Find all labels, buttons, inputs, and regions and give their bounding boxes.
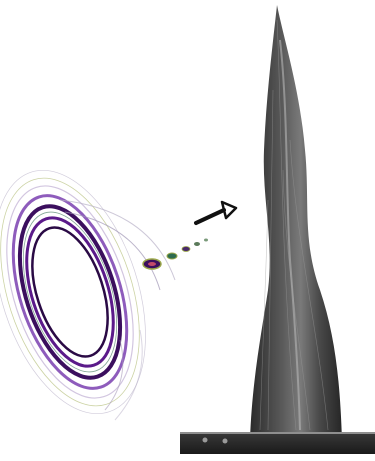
diffraction-spot	[204, 239, 208, 242]
diffraction-ring	[18, 218, 122, 366]
needle-base	[180, 432, 375, 454]
needle-body	[250, 5, 342, 440]
diffraction-spot	[167, 253, 177, 259]
ring-diffraction-pattern	[0, 151, 174, 433]
diffraction-spot	[182, 247, 190, 252]
needle-base-top-edge	[180, 432, 375, 434]
base-surface-spot	[203, 438, 208, 443]
base-surface-spot	[223, 439, 228, 444]
diffraction-spot	[194, 242, 200, 246]
diffraction-spots	[143, 239, 208, 270]
sem-needle-tip	[180, 5, 375, 454]
arrow-icon	[196, 202, 236, 223]
diffraction-spot	[148, 262, 156, 266]
